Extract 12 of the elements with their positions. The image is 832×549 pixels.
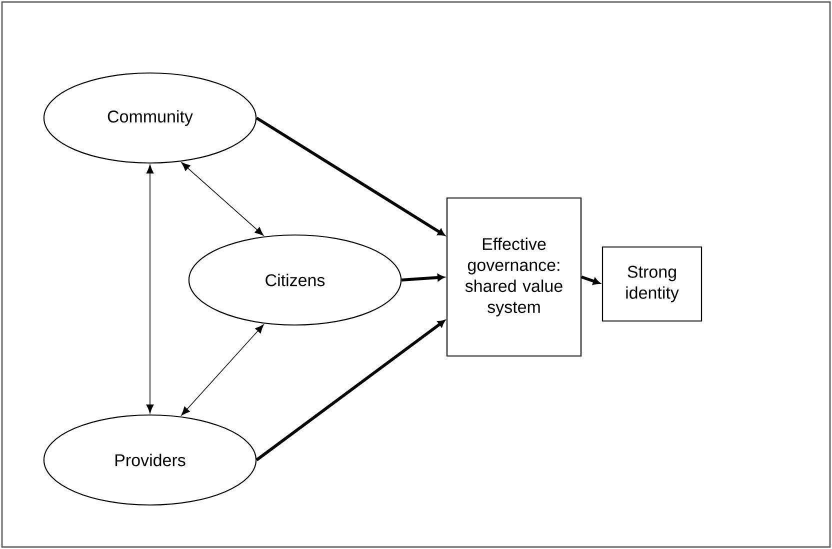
process-box: Strong identity	[602, 246, 702, 322]
arrow	[181, 324, 264, 416]
arrow	[256, 320, 446, 462]
arrow	[146, 164, 154, 414]
arrow	[402, 274, 445, 282]
arrow	[581, 276, 600, 285]
ellipse-node: Community	[43, 72, 257, 164]
arrow	[181, 162, 264, 236]
arrow	[256, 116, 445, 236]
ellipse-node: Citizens	[188, 234, 402, 326]
process-box: Effective governance: shared value system	[446, 197, 582, 357]
ellipse-node: Providers	[43, 414, 257, 506]
